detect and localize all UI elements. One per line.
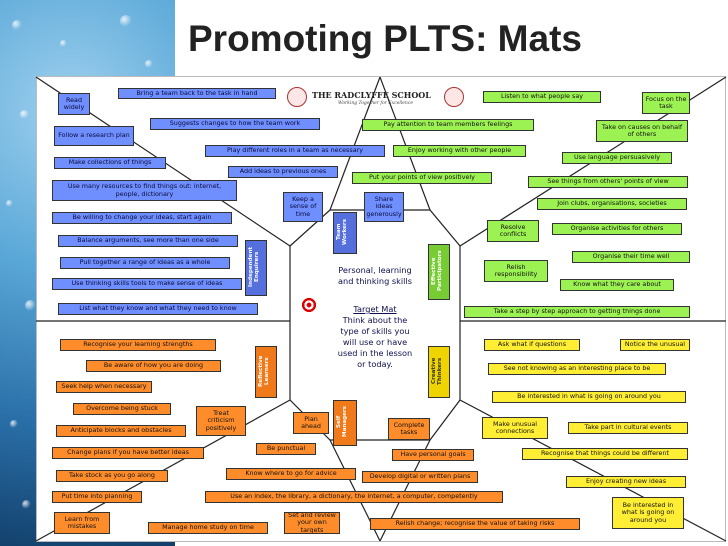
skill-box: Relish responsibility <box>484 260 548 282</box>
team-workers-figure <box>333 212 357 254</box>
skill-box: Make collections of things <box>54 157 166 169</box>
skill-box: Enjoy working with other people <box>393 145 526 157</box>
skill-box: See things from others' points of view <box>528 176 688 188</box>
target-icon <box>300 296 318 314</box>
skill-box: Pull together a range of ideas as a whol… <box>60 257 230 269</box>
skill-box: Use many resources to find things out: i… <box>52 180 237 201</box>
center-line: Personal, learning <box>338 265 412 275</box>
skill-box: Put time into planning <box>52 491 142 503</box>
skill-box: Read widely <box>58 93 90 115</box>
skill-box: Have personal goals <box>392 449 474 461</box>
skill-box: Use an index, the library, a dictionary,… <box>205 491 503 503</box>
creative-thinkers-label: Creative Thinkers <box>431 357 443 385</box>
self-managers-figure <box>333 400 357 446</box>
effective-participators-label: Effective Participators <box>431 250 443 292</box>
skill-box: Take a step by step approach to getting … <box>464 306 690 318</box>
skill-box: Keep a sense of time <box>283 192 323 222</box>
skill-box: Take stock as you go along <box>56 470 168 482</box>
skill-box: Pay attention to team members feelings <box>362 119 534 131</box>
skill-box: Join clubs, organisations, societies <box>537 198 687 210</box>
skill-box: Seek help when necessary <box>56 381 152 393</box>
team-workers-label: Team Workers <box>336 218 348 246</box>
skill-box: Share ideas generously <box>364 192 404 222</box>
skill-box: Bring a team back to the task in hand <box>118 88 276 99</box>
skill-box: Know what they care about <box>560 279 674 291</box>
skill-box: Be interested in what is going on around… <box>492 391 686 403</box>
independent-enquirers-figure <box>245 240 267 296</box>
skill-box: Add ideas to previous ones <box>228 166 338 178</box>
center-line: or today. <box>357 359 393 369</box>
effective-participators-figure <box>428 244 450 300</box>
skill-box: Be willing to change your ideas, start a… <box>52 212 232 224</box>
skill-box: Overcome being stuck <box>73 403 171 415</box>
school-name: THE RADCLYFFE SCHOOL <box>312 90 431 100</box>
skill-box: Change plans if you have better ideas <box>52 447 204 459</box>
skill-box: Put your points of view positively <box>352 172 492 184</box>
skill-box: Know where to go for advice <box>226 468 356 480</box>
skill-box: Ask what if questions <box>484 339 580 351</box>
skill-box: Complete tasks <box>388 418 430 440</box>
skill-box: Follow a research plan <box>54 126 134 146</box>
skill-box: Organise activities for others <box>552 223 682 235</box>
skill-box: Organise their time well <box>572 251 690 263</box>
center-line: and thinking skills <box>338 276 412 286</box>
school-tagline: Working Together for Excellence <box>338 101 413 106</box>
target-mat-heading: Target Mat <box>353 304 397 314</box>
skill-box: Develop digital or written plans <box>362 471 478 483</box>
skill-box: Be interested in what is going on around… <box>612 497 684 529</box>
skill-box: Make unusual connections <box>482 417 548 439</box>
center-panel: Personal, learning and thinking skills <box>300 265 450 287</box>
skill-box: List what they know and what they need t… <box>58 303 258 315</box>
skill-box: Relish change; recognise the value of ta… <box>370 518 580 530</box>
center-panel-lower: Target Mat Think about the type of skill… <box>300 304 450 370</box>
skill-box: Focus on the task <box>642 92 690 114</box>
skill-box: Manage home study on time <box>148 522 268 534</box>
skill-box: Listen to what people say <box>483 91 601 103</box>
slide-title: Promoting PLTS: Mats <box>188 18 582 59</box>
skill-box: Learn from mistakes <box>54 512 110 534</box>
reflective-learners-label: Reflective Learners <box>258 355 270 387</box>
center-line: type of skills you <box>340 326 410 336</box>
center-line: Think about the <box>342 315 408 325</box>
independent-enquirers-label: Independent Enquirers <box>248 246 260 288</box>
skill-box: Anticipate blocks and obstacles <box>56 425 186 437</box>
skill-box: Balance arguments, see more than one sid… <box>58 235 238 247</box>
center-line: will use or have <box>342 337 408 347</box>
skill-box: Play different roles in a team as necess… <box>205 145 385 157</box>
skill-box: Enjoy creating new ideas <box>566 476 686 488</box>
school-crest-left <box>287 87 307 107</box>
skill-box: Set and review your own targets <box>284 512 340 534</box>
reflective-learners-figure <box>255 346 277 398</box>
skill-box: Take part in cultural events <box>568 422 688 434</box>
center-line: used in the lesson <box>337 348 413 358</box>
skill-box: Suggests changes to how the team work <box>150 118 320 130</box>
skill-box: Notice the unusual <box>620 339 690 351</box>
creative-thinkers-figure <box>428 346 450 398</box>
skill-box: Use language persuasively <box>562 152 672 164</box>
skill-box: Plan ahead <box>293 412 329 434</box>
skill-box: Use thinking skills tools to make sense … <box>52 278 242 290</box>
self-managers-label: Self Managers <box>336 406 348 438</box>
skill-box: Recognise your learning strengths <box>60 339 216 351</box>
skill-box: See not knowing as an interesting place … <box>488 363 666 375</box>
skill-box: Take on causes on behalf of others <box>596 120 688 142</box>
skill-box: Be punctual <box>256 443 316 455</box>
skill-box: Recognise that things could be different <box>522 448 688 460</box>
skill-box: Treat criticism positively <box>196 406 246 436</box>
skill-box: Be aware of how you are doing <box>86 360 221 372</box>
skill-box: Resolve conflicts <box>487 220 539 242</box>
school-crest-right <box>444 87 464 107</box>
